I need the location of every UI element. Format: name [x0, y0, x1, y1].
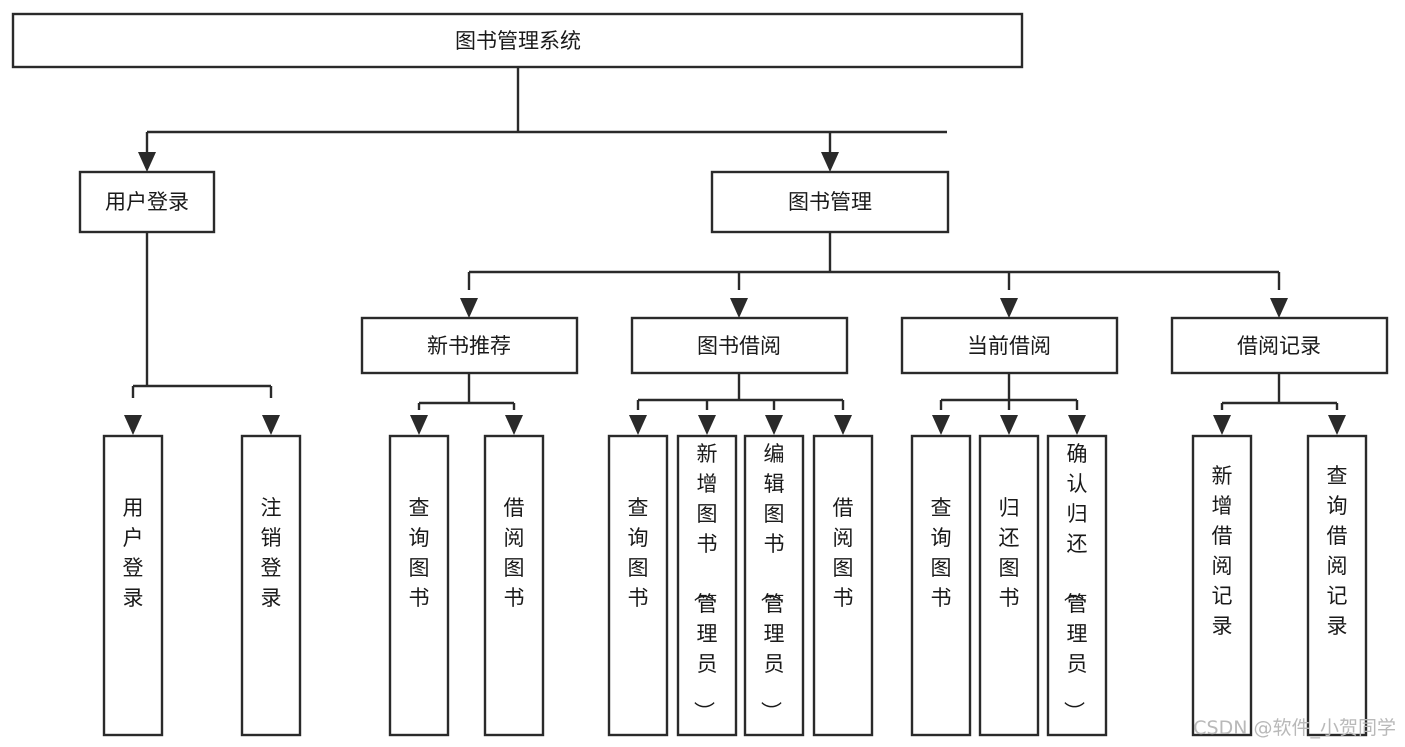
node-leaf-query-book-1-label: 查询图书	[409, 496, 430, 610]
node-leaf-borrow-book-2-box[interactable]	[812, 434, 874, 737]
arrow-to-user-login	[138, 152, 156, 172]
arrow-to-leaf-query-book-3	[932, 415, 950, 435]
node-leaf-add-book-admin-label: 新增图书（管理员）	[692, 442, 718, 722]
node-new-book-recommend[interactable]: 新书推荐	[360, 316, 579, 375]
node-leaf-query-book-1[interactable]: 查询图书	[388, 434, 450, 737]
arrow-to-leaf-logout	[262, 415, 280, 435]
node-book-borrow-box[interactable]	[630, 316, 849, 375]
node-leaf-edit-book-admin-label: 编辑图书（管理员）	[759, 442, 785, 722]
node-new-book-recommend-label: 新书推荐	[427, 334, 511, 358]
node-leaf-confirm-return-admin[interactable]: 确认归还（管理员）	[1046, 434, 1108, 737]
arrow-to-leaf-user-login	[124, 415, 142, 435]
node-book-management-label: 图书管理	[788, 190, 872, 214]
node-leaf-logout-label: 注销登录	[261, 496, 282, 610]
node-leaf-logout-box[interactable]	[240, 434, 302, 737]
node-user-login-box[interactable]	[78, 170, 216, 234]
node-leaf-return-book[interactable]: 归还图书	[978, 434, 1040, 737]
node-book-management[interactable]: 图书管理	[710, 170, 950, 234]
node-leaf-add-borrow-record-label: 新增借阅记录	[1212, 464, 1233, 638]
node-leaf-user-login-box[interactable]	[102, 434, 164, 737]
node-root-box[interactable]	[11, 12, 1024, 69]
arrow-to-book-management	[821, 152, 839, 172]
node-leaf-add-borrow-record-box[interactable]	[1191, 434, 1253, 737]
node-current-borrow-box[interactable]	[900, 316, 1119, 375]
node-borrow-record-box[interactable]	[1170, 316, 1389, 375]
node-leaf-borrow-book-2[interactable]: 借阅图书	[812, 434, 874, 737]
node-leaf-user-login-label: 用户登录	[123, 496, 144, 610]
node-leaf-return-book-box[interactable]	[978, 434, 1040, 737]
node-leaf-query-book-2-box[interactable]	[607, 434, 669, 737]
connector-layer	[124, 67, 1346, 435]
node-book-management-box[interactable]	[710, 170, 950, 234]
arrow-to-leaf-query-borrow-record	[1328, 415, 1346, 435]
arrow-to-book-borrow	[730, 298, 748, 318]
node-book-borrow[interactable]: 图书借阅	[630, 316, 849, 375]
node-leaf-query-book-1-box[interactable]	[388, 434, 450, 737]
arrow-to-leaf-query-book-2	[629, 415, 647, 435]
node-leaf-borrow-book-1-box[interactable]	[483, 434, 545, 737]
node-leaf-query-borrow-record-box[interactable]	[1306, 434, 1368, 737]
node-leaf-add-book-admin[interactable]: 新增图书（管理员）	[676, 434, 738, 737]
node-leaf-query-book-2-label: 查询图书	[628, 496, 649, 610]
node-leaf-query-borrow-record-label: 查询借阅记录	[1327, 464, 1348, 638]
node-book-borrow-label: 图书借阅	[697, 334, 781, 358]
node-leaf-add-book-admin-box[interactable]	[676, 434, 738, 737]
node-root-label: 图书管理系统	[455, 29, 581, 53]
node-leaf-user-login[interactable]: 用户登录	[102, 434, 164, 737]
csdn-watermark: CSDN @软件_小贺同学	[1193, 717, 1396, 739]
arrow-to-leaf-borrow-book-1	[505, 415, 523, 435]
node-root[interactable]: 图书管理系统	[11, 12, 1024, 69]
node-user-login[interactable]: 用户登录	[78, 170, 216, 234]
arrow-to-leaf-borrow-book-2	[834, 415, 852, 435]
node-leaf-query-book-3[interactable]: 查询图书	[910, 434, 972, 737]
node-user-login-label: 用户登录	[105, 190, 189, 214]
node-leaf-logout[interactable]: 注销登录	[240, 434, 302, 737]
node-current-borrow[interactable]: 当前借阅	[900, 316, 1119, 375]
arrow-to-leaf-add-borrow-record	[1213, 415, 1231, 435]
node-leaf-borrow-book-1[interactable]: 借阅图书	[483, 434, 545, 737]
arrow-to-leaf-query-book-1	[410, 415, 428, 435]
arrow-to-leaf-confirm-return-admin	[1068, 415, 1086, 435]
node-leaf-confirm-return-admin-label: 确认归还（管理员）	[1062, 442, 1088, 722]
arrow-to-leaf-edit-book-admin	[765, 415, 783, 435]
node-leaf-query-book-3-label: 查询图书	[931, 496, 952, 610]
arrow-to-new-book-recommend	[460, 298, 478, 318]
arrow-to-leaf-add-book-admin	[698, 415, 716, 435]
arrow-to-leaf-return-book	[1000, 415, 1018, 435]
node-new-book-recommend-box[interactable]	[360, 316, 579, 375]
node-leaf-borrow-book-2-label: 借阅图书	[833, 496, 854, 610]
arrow-to-borrow-record	[1270, 298, 1288, 318]
node-leaf-borrow-book-1-label: 借阅图书	[504, 496, 525, 610]
node-leaf-edit-book-admin[interactable]: 编辑图书（管理员）	[743, 434, 805, 737]
node-leaf-add-borrow-record[interactable]: 新增借阅记录	[1191, 434, 1253, 737]
node-leaf-query-book-3-box[interactable]	[910, 434, 972, 737]
node-leaf-return-book-label: 归还图书	[999, 496, 1020, 610]
node-borrow-record[interactable]: 借阅记录	[1170, 316, 1389, 375]
node-borrow-record-label: 借阅记录	[1237, 334, 1321, 358]
arrow-to-current-borrow	[1000, 298, 1018, 318]
node-leaf-confirm-return-admin-box[interactable]	[1046, 434, 1108, 737]
node-current-borrow-label: 当前借阅	[967, 334, 1051, 358]
node-leaf-edit-book-admin-box[interactable]	[743, 434, 805, 737]
node-leaf-query-borrow-record[interactable]: 查询借阅记录	[1306, 434, 1368, 737]
node-leaf-query-book-2[interactable]: 查询图书	[607, 434, 669, 737]
